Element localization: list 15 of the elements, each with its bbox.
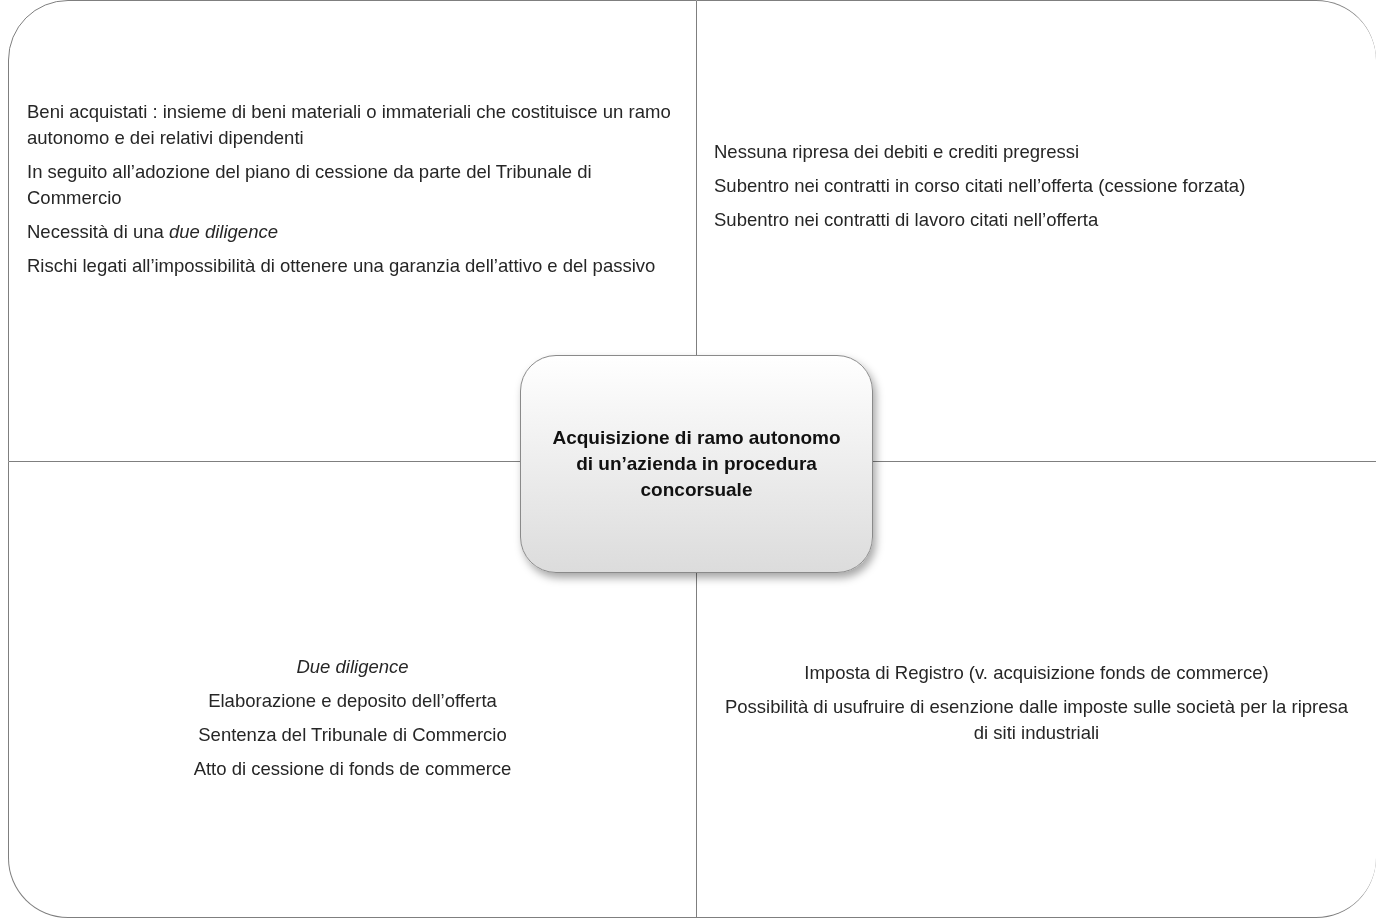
bullet-text: Necessità di una due diligence (27, 220, 279, 244)
bullet-text: Sentenza del Tribunale di Commercio (198, 723, 507, 747)
bullet-text: Subentro nei contratti di lavoro citati nell’offerta (714, 208, 1100, 232)
central-topic-text: Acquisizione di ramo autonomo di un’azienda in procedura concorsuale (551, 426, 842, 502)
bullet-text: Beni acquistati : insieme di beni materiali o immateriali che costituisce un ramo autonomo e dei relativi dipendenti (27, 100, 672, 150)
bullet-text: Subentro nei contratti in corso citati nell’offerta (cessione forzata) (714, 174, 1247, 198)
bullet-text: Imposta di Registro (v. acquisizione fonds de commerce) (804, 661, 1269, 685)
bullet-text: Due diligence (296, 655, 409, 679)
central-topic-box (520, 355, 873, 573)
bullet-text: Possibilità di usufruire di esenzione dalle imposte sulle società per la ripresa di siti industriali (723, 695, 1350, 745)
bullet-text: Nessuna ripresa dei debiti e crediti pregressi (714, 140, 1081, 164)
bullet-text: Elaborazione e deposito dell’offerta (208, 689, 497, 713)
bullet-text: Atto di cessione di fonds de commerce (193, 757, 512, 781)
bullet-text: In seguito all’adozione del piano di cessione da parte del Tribunale di Commercio (27, 160, 593, 210)
bullet-text: Rischi legati all’impossibilità di ottenere una garanzia dell’attivo e del passivo (27, 254, 657, 278)
